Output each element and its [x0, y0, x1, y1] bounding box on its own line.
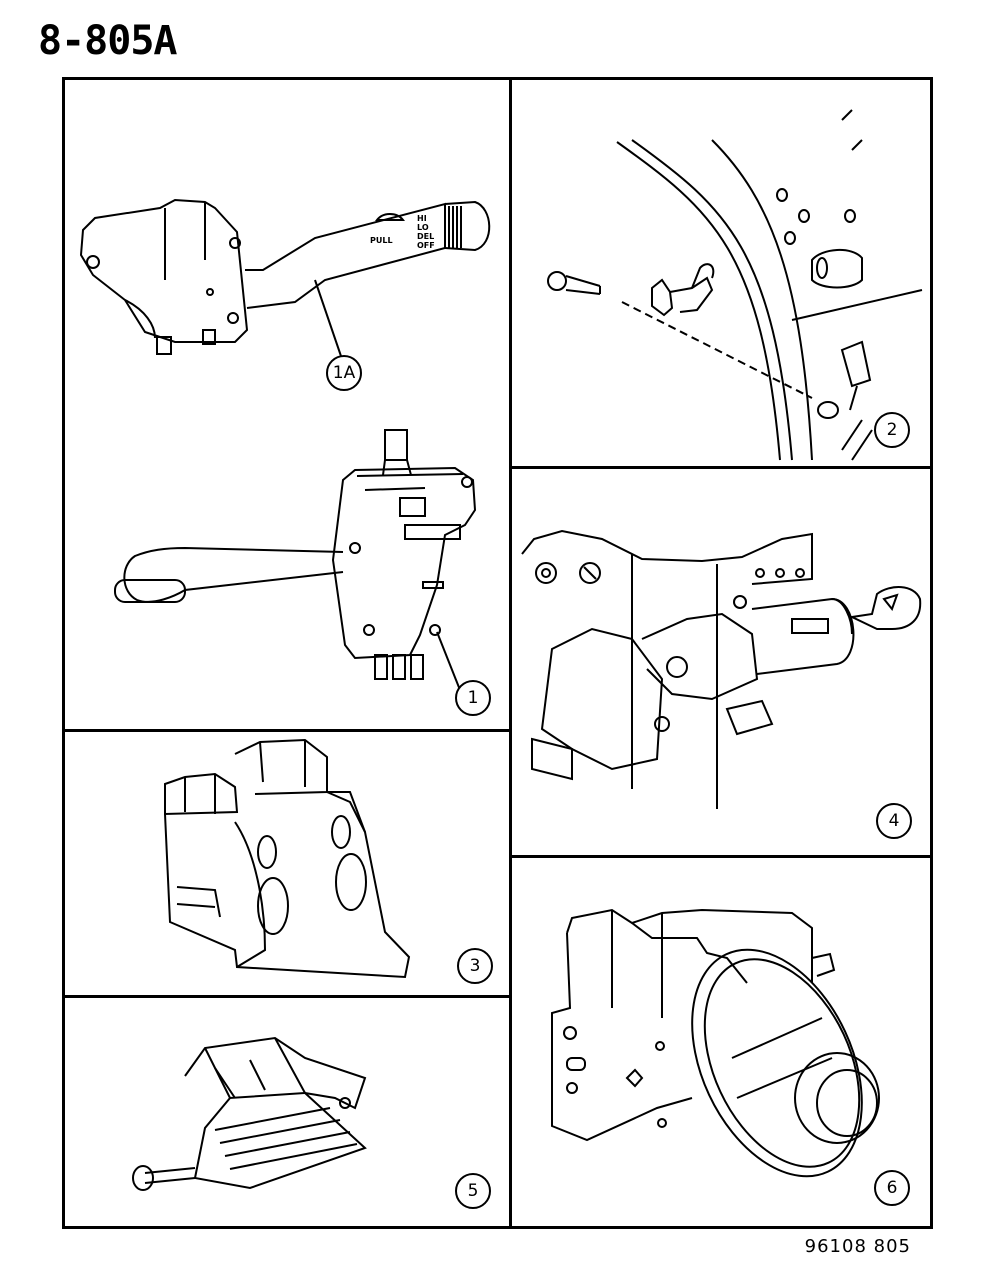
wiper-pull-label: PULL	[370, 236, 393, 245]
panel-stop-lamp-switch: 5	[65, 998, 509, 1226]
callout-3: 3	[457, 948, 493, 984]
callout-1: 1	[455, 680, 491, 716]
divider-right-1	[510, 466, 933, 469]
callout-5: 5	[455, 1173, 491, 1209]
wiper-lo-label: LO	[417, 223, 429, 232]
callout-1a: 1A	[326, 355, 362, 391]
footer-code: 96108 805	[804, 1236, 911, 1257]
panel-multifunction-switch: PULL HI LO DEL OFF 1A 1	[65, 80, 509, 729]
panel-ignition-switch: 4	[512, 469, 930, 855]
panel-door-jamb-switch: 2	[512, 80, 930, 466]
multifunction-switch-drawing: PULL HI LO DEL OFF	[79, 198, 491, 691]
callout-2: 2	[874, 412, 910, 448]
wiper-off-label: OFF	[417, 241, 435, 250]
headlamp-switch-drawing	[551, 908, 880, 1178]
callout-4: 4	[876, 803, 912, 839]
divider-left-1	[62, 729, 511, 732]
callout-6: 6	[874, 1170, 910, 1206]
stop-lamp-switch-drawing	[132, 1036, 367, 1191]
ignition-switch-drawing	[521, 529, 922, 809]
wiper-del-label: DEL	[417, 232, 434, 241]
page-title: 8-805A	[38, 18, 177, 64]
panel-headlamp-switch: 6	[512, 858, 930, 1226]
wiper-hi-label: HI	[417, 214, 427, 223]
panel-dual-switch: 3	[65, 732, 509, 995]
dual-switch-drawing	[164, 738, 411, 979]
diagram-frame	[62, 77, 933, 1229]
divider-right-2	[510, 855, 933, 858]
divider-left-2	[62, 995, 511, 998]
door-jamb-switch-drawing	[547, 109, 923, 461]
divider-vertical	[509, 77, 512, 1229]
